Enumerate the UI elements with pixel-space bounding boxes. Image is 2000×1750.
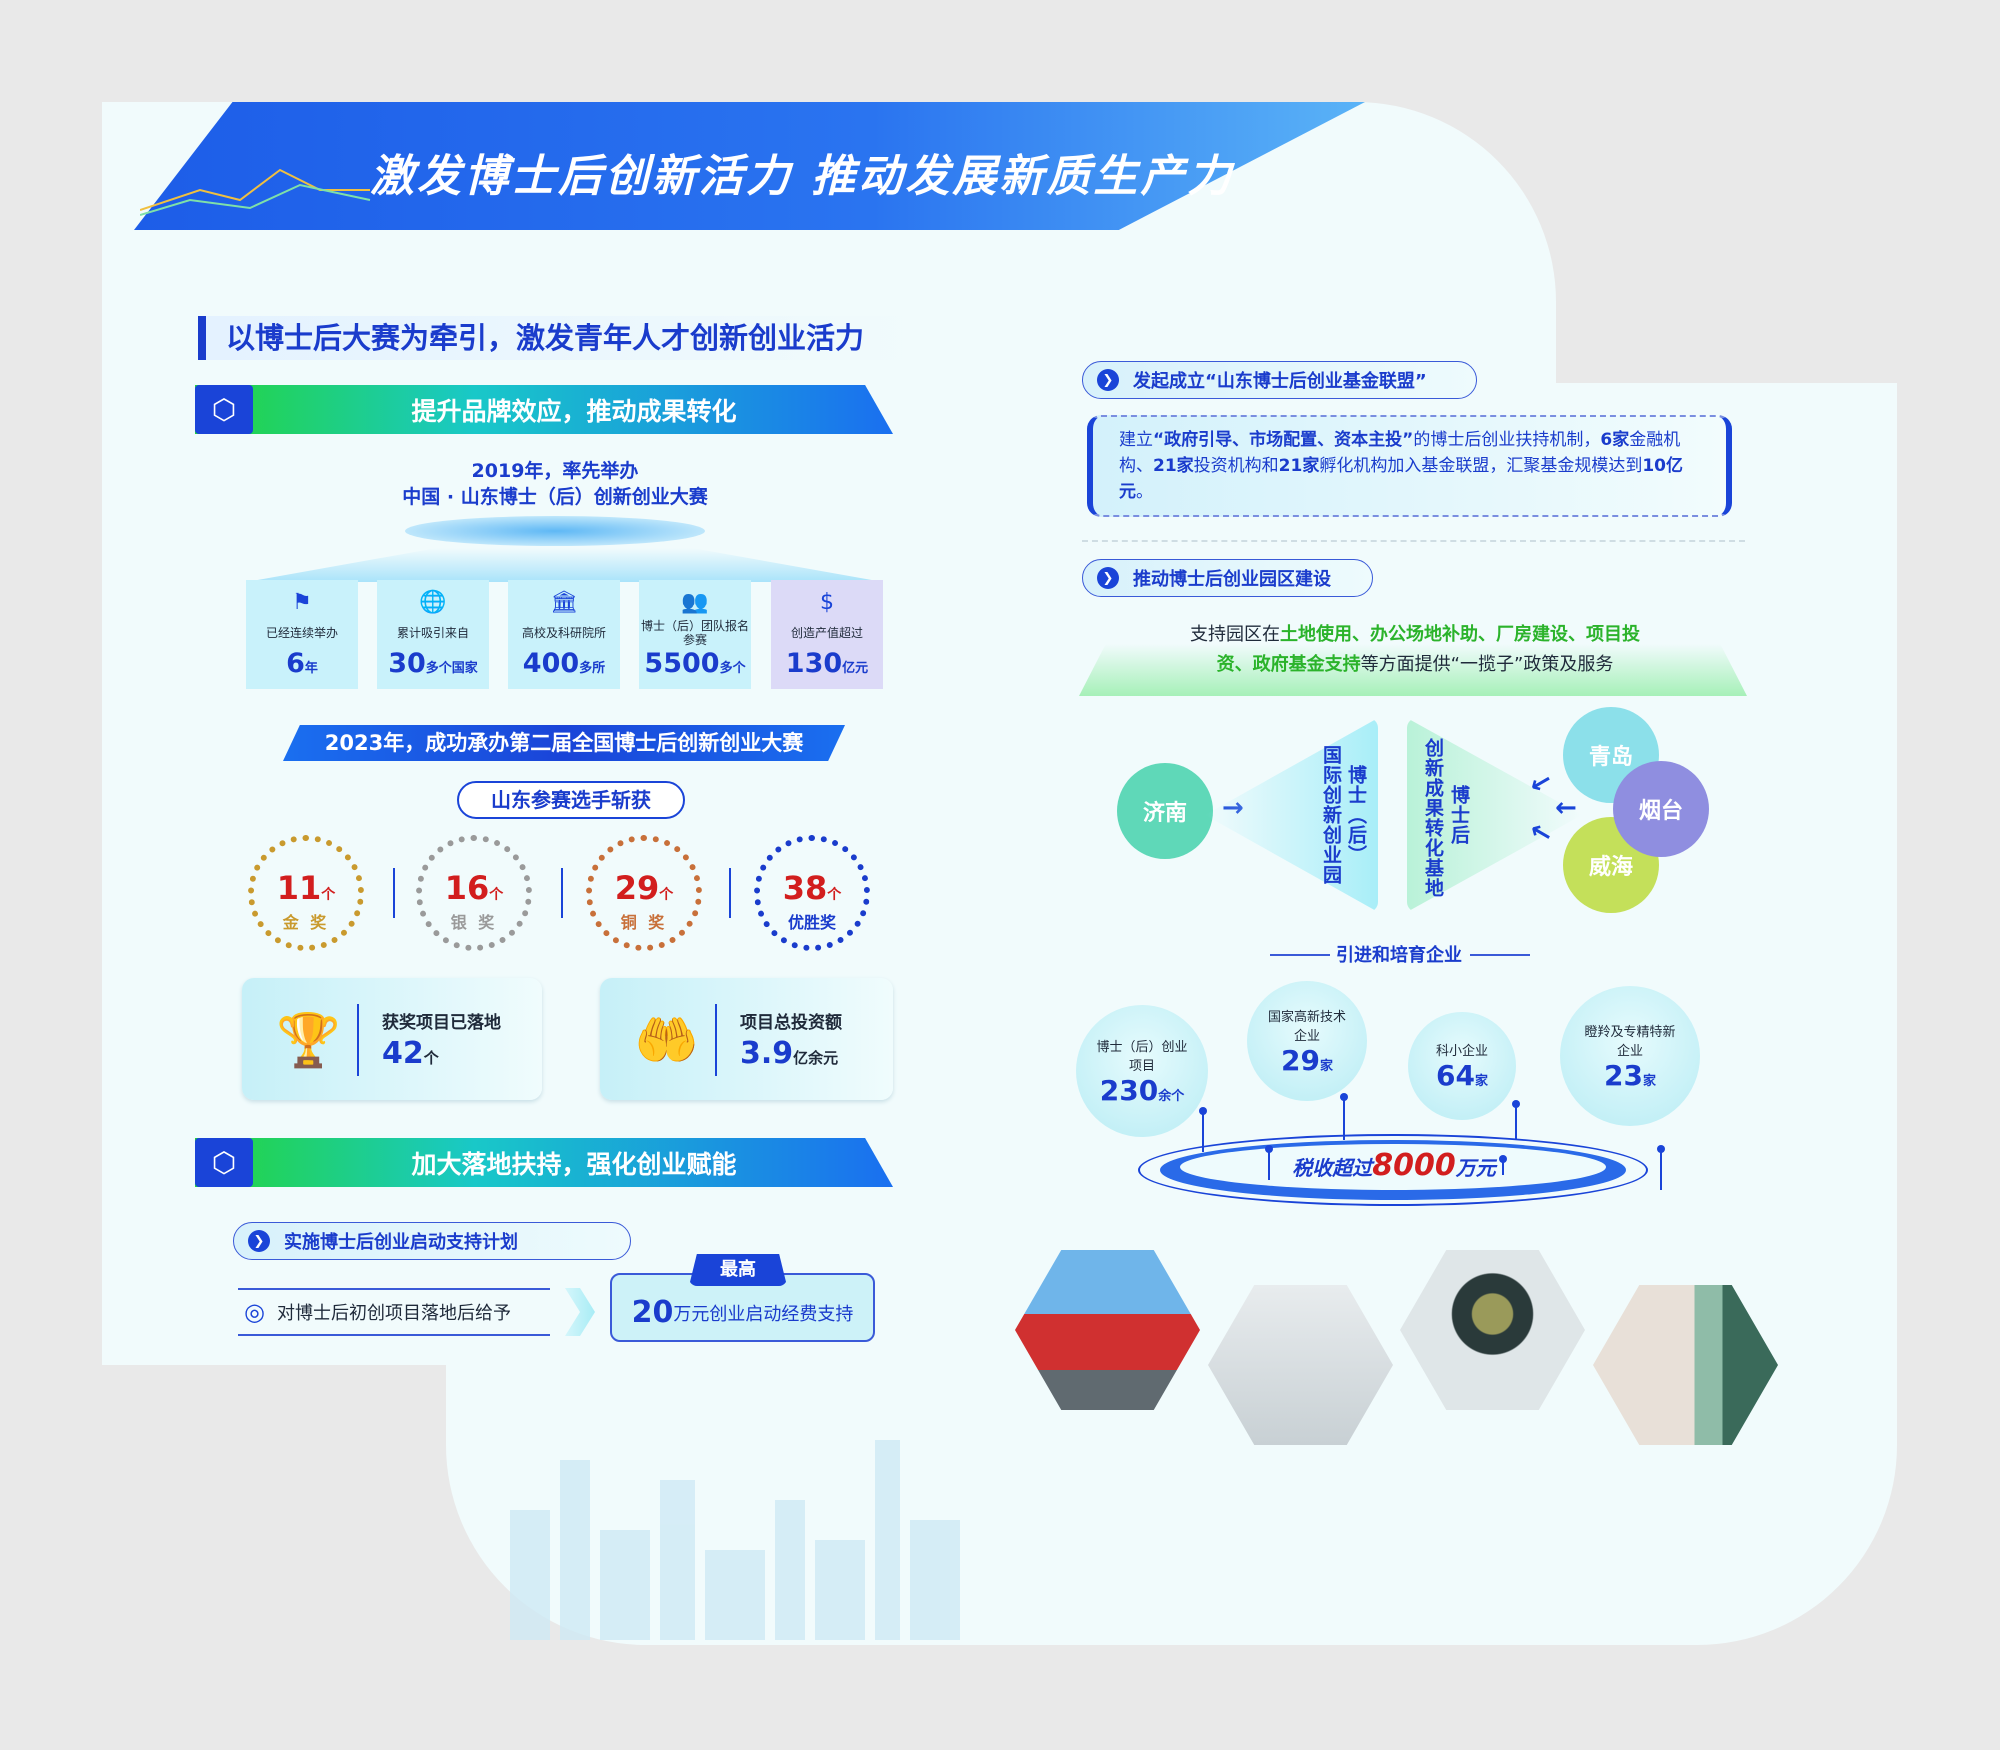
tri-right-label-a: 创新成果转化基地: [1422, 738, 1444, 898]
cube-icon: ⬡: [195, 385, 253, 434]
pin: [1657, 1145, 1665, 1190]
photo-truck: [1015, 1250, 1200, 1410]
divider: [1082, 540, 1745, 542]
tax-ring-outer: [1138, 1134, 1648, 1206]
plan-pill: ❯实施博士后创业启动支持计划: [233, 1222, 631, 1260]
tax-ring-inner: [1180, 1144, 1606, 1190]
city-skyline-decoration: [510, 1440, 960, 1640]
page-title: 激发博士后创新活力 推动发展新质生产力: [370, 151, 1235, 202]
section-heading: 以博士后大赛为牵引，激发青年人才创新创业活力: [198, 316, 918, 360]
photo-seeds: [1400, 1250, 1585, 1410]
divider: [729, 868, 731, 918]
chevron-right-icon: ❯: [248, 1230, 270, 1252]
trophy-icon: 🏆: [276, 1011, 341, 1071]
divider: [393, 868, 395, 918]
coins-icon: $: [820, 590, 834, 615]
park-text: 支持园区在土地使用、办公场地补助、厂房建设、项目投资、政府基金支持等方面提供“一…: [1190, 624, 1640, 675]
city-yantai: 烟台: [1613, 761, 1709, 857]
city-qingdao: 青岛: [1563, 707, 1659, 803]
pin: [1265, 1145, 1273, 1180]
fund-text-box: 建立“政府引导、市场配置、资本主投”的博士后创业扶持机制，6家金融机构、21家投…: [1087, 415, 1732, 517]
enterprises-title: 引进和培育企业: [1336, 945, 1462, 966]
photo-books: [1593, 1285, 1778, 1445]
photo-chips: [1208, 1285, 1393, 1445]
tri-left-label-a: 国际创新创业园: [1320, 745, 1342, 885]
plan-text-row: ◎对博士后初创项目落地后给予: [238, 1288, 550, 1336]
tri-right-label-b: 博士后: [1448, 785, 1470, 845]
band-brand: 提升品牌效应，推动成果转化: [195, 385, 893, 434]
band-support: 加大落地扶持，强化创业赋能: [195, 1138, 893, 1187]
plan-tag: 最高: [689, 1254, 787, 1286]
podium-ellipse: [405, 516, 705, 546]
arrow-icon: ←: [1555, 793, 1577, 823]
medal-merit: 38个优胜奖: [754, 835, 870, 951]
medal-bronze: 29个铜 奖: [586, 835, 702, 951]
cube-icon: ⬡: [195, 1138, 253, 1187]
divider: [561, 868, 563, 918]
tri-left-label-b: 博士（后）: [1345, 765, 1367, 865]
city-jinan: 济南: [1117, 763, 1213, 859]
mountain-lines-decoration: [140, 168, 371, 216]
tax-text: 税收超过8000万元: [1292, 1148, 1496, 1183]
chevron-right-icon: ❯: [1097, 567, 1119, 589]
medal-gold: 11个金 奖: [248, 835, 364, 951]
target-icon: ◎: [244, 1298, 265, 1326]
intro-line1: 2019年，率先举办: [471, 460, 639, 482]
park-pill: ❯推动博士后创业园区建设: [1082, 559, 1373, 597]
fund-pill: ❯发起成立“山东博士后创业基金联盟”: [1082, 361, 1477, 399]
hand-coins-icon: 🤲: [634, 1011, 699, 1071]
globe-icon: 🌐: [419, 590, 447, 615]
pin: [1199, 1107, 1207, 1152]
pin: [1340, 1093, 1348, 1140]
banner-2023: 2023年，成功承办第二届全国博士后创新创业大赛: [283, 725, 845, 761]
pin: [1512, 1100, 1520, 1140]
park-text-base: [1079, 644, 1747, 696]
building-icon: 🏛: [550, 590, 578, 615]
medal-silver: 16个银 奖: [416, 835, 532, 951]
intro-line2: 中国 · 山东博士（后）创新创业大赛: [402, 486, 708, 508]
divider: [1470, 954, 1530, 956]
chevron-right-icon: ❯: [1097, 369, 1119, 391]
flag-icon: ⚑: [292, 590, 312, 615]
pin: [1499, 1155, 1507, 1175]
medals-title: 山东参赛选手斩获: [457, 781, 685, 819]
team-icon: 👥: [681, 590, 709, 615]
divider: [1270, 954, 1330, 956]
